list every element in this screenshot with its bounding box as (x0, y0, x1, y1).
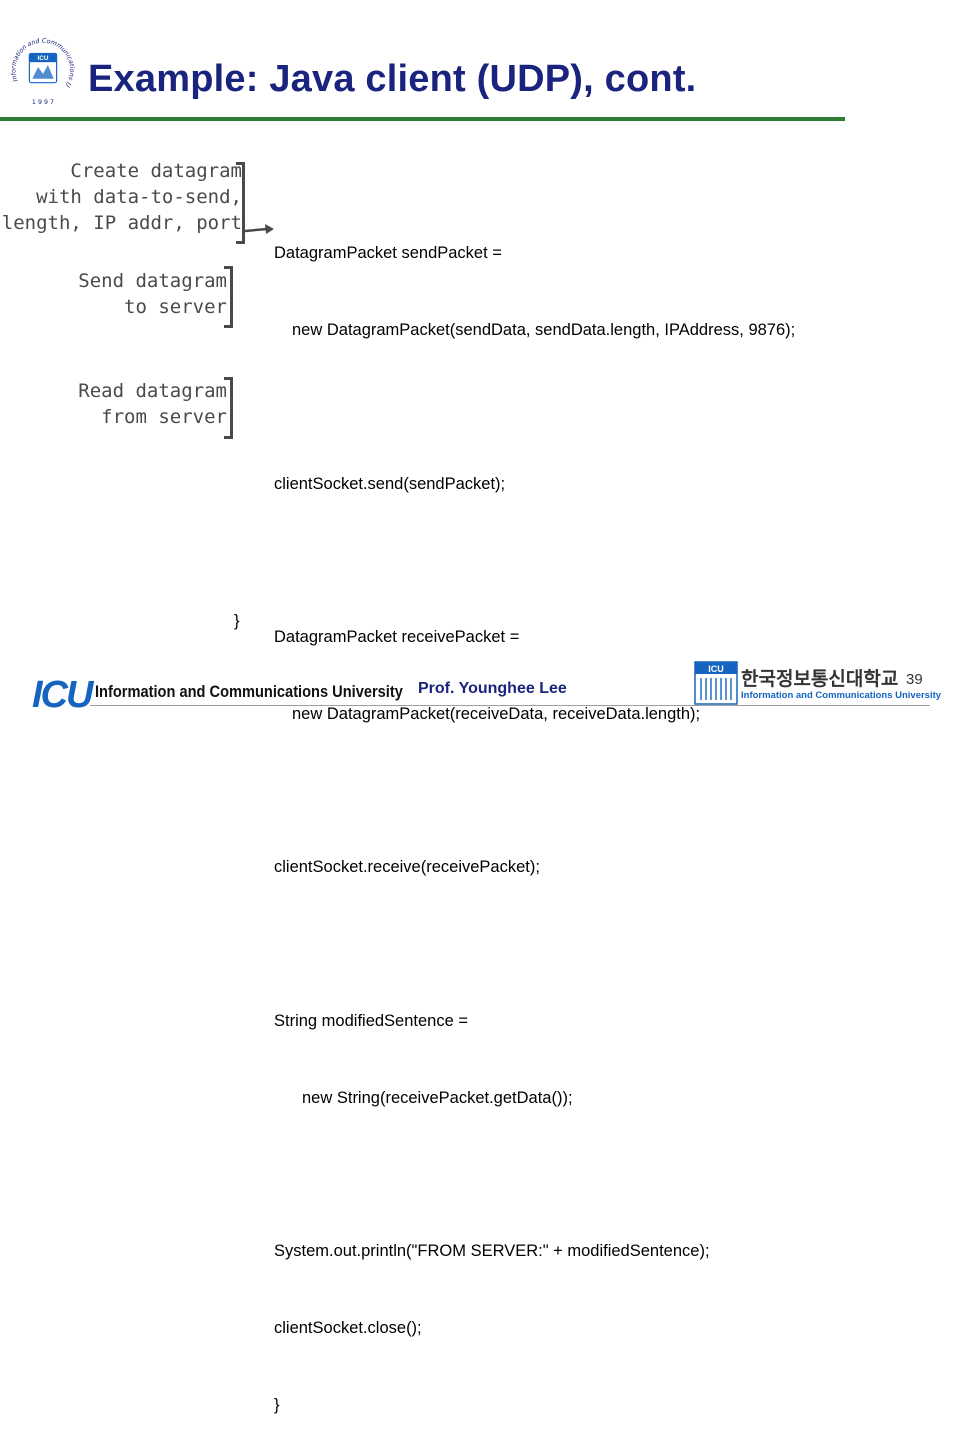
code-line: } (274, 1395, 280, 1414)
code-line (274, 548, 795, 574)
korean-logo-subtitle: Information and Communications Universit… (741, 690, 942, 701)
code-line (274, 1163, 795, 1189)
icu-badge-icon: ICU (694, 661, 738, 705)
code-line: new String(receivePacket.getData()); (302, 1088, 573, 1107)
korean-university-logo: ICU 한국정보통신대학교 Information and Communicat… (693, 660, 941, 706)
annotation-bracket (236, 162, 245, 244)
annotation-line: from server (101, 406, 227, 428)
annotation-create-datagram: Create datagram with data-to-send, lengt… (2, 158, 242, 236)
korean-university-name: 한국정보통신대학교 (741, 668, 899, 690)
annotation-line: to server (124, 296, 227, 318)
slide-title: Example: Java client (UDP), cont. (88, 58, 697, 100)
code-line: new DatagramPacket(receiveData, receiveD… (292, 704, 701, 723)
annotation-line: with data-to-send, (36, 186, 242, 208)
code-block: DatagramPacket sendPacket = new Datagram… (274, 190, 795, 1440)
code-line: clientSocket.close(); (274, 1319, 422, 1338)
annotation-read-datagram: Read datagram from server (78, 378, 227, 430)
badge-text: ICU (708, 664, 724, 674)
icu-logo: ICU (32, 674, 93, 716)
closing-brace: } (234, 612, 240, 630)
code-line: DatagramPacket sendPacket = (274, 244, 502, 263)
svg-text:ICU: ICU (38, 55, 49, 62)
code-line (274, 395, 795, 421)
code-line: clientSocket.send(sendPacket); (274, 474, 506, 493)
code-line (274, 779, 795, 805)
footer-divider (90, 705, 930, 706)
annotation-line: Create datagram (70, 160, 242, 182)
university-seal-logo: Information and Communications Universit… (4, 30, 76, 106)
code-line (274, 932, 795, 958)
annotation-line: Send datagram (78, 270, 227, 292)
annotation-line: Read datagram (78, 380, 227, 402)
code-line: System.out.println("FROM SERVER:" + modi… (274, 1242, 710, 1261)
annotation-send-datagram: Send datagram to server (78, 268, 227, 320)
title-divider (0, 117, 845, 121)
university-name: Information and Communications Universit… (95, 682, 403, 701)
page-number: 39 (906, 671, 923, 688)
seal-year: 1 9 9 7 (32, 99, 54, 106)
code-line: String modifiedSentence = (274, 1012, 468, 1030)
code-line: clientSocket.receive(receivePacket); (274, 858, 540, 877)
annotation-bracket (224, 377, 233, 439)
code-line: DatagramPacket receivePacket = (274, 628, 520, 647)
author-name: Prof. Younghee Lee (418, 680, 567, 697)
annotation-line: length, IP addr, port (1, 212, 242, 234)
annotation-bracket (224, 266, 233, 328)
arrow-icon (245, 224, 274, 234)
code-line: new DatagramPacket(sendData, sendData.le… (292, 320, 796, 339)
